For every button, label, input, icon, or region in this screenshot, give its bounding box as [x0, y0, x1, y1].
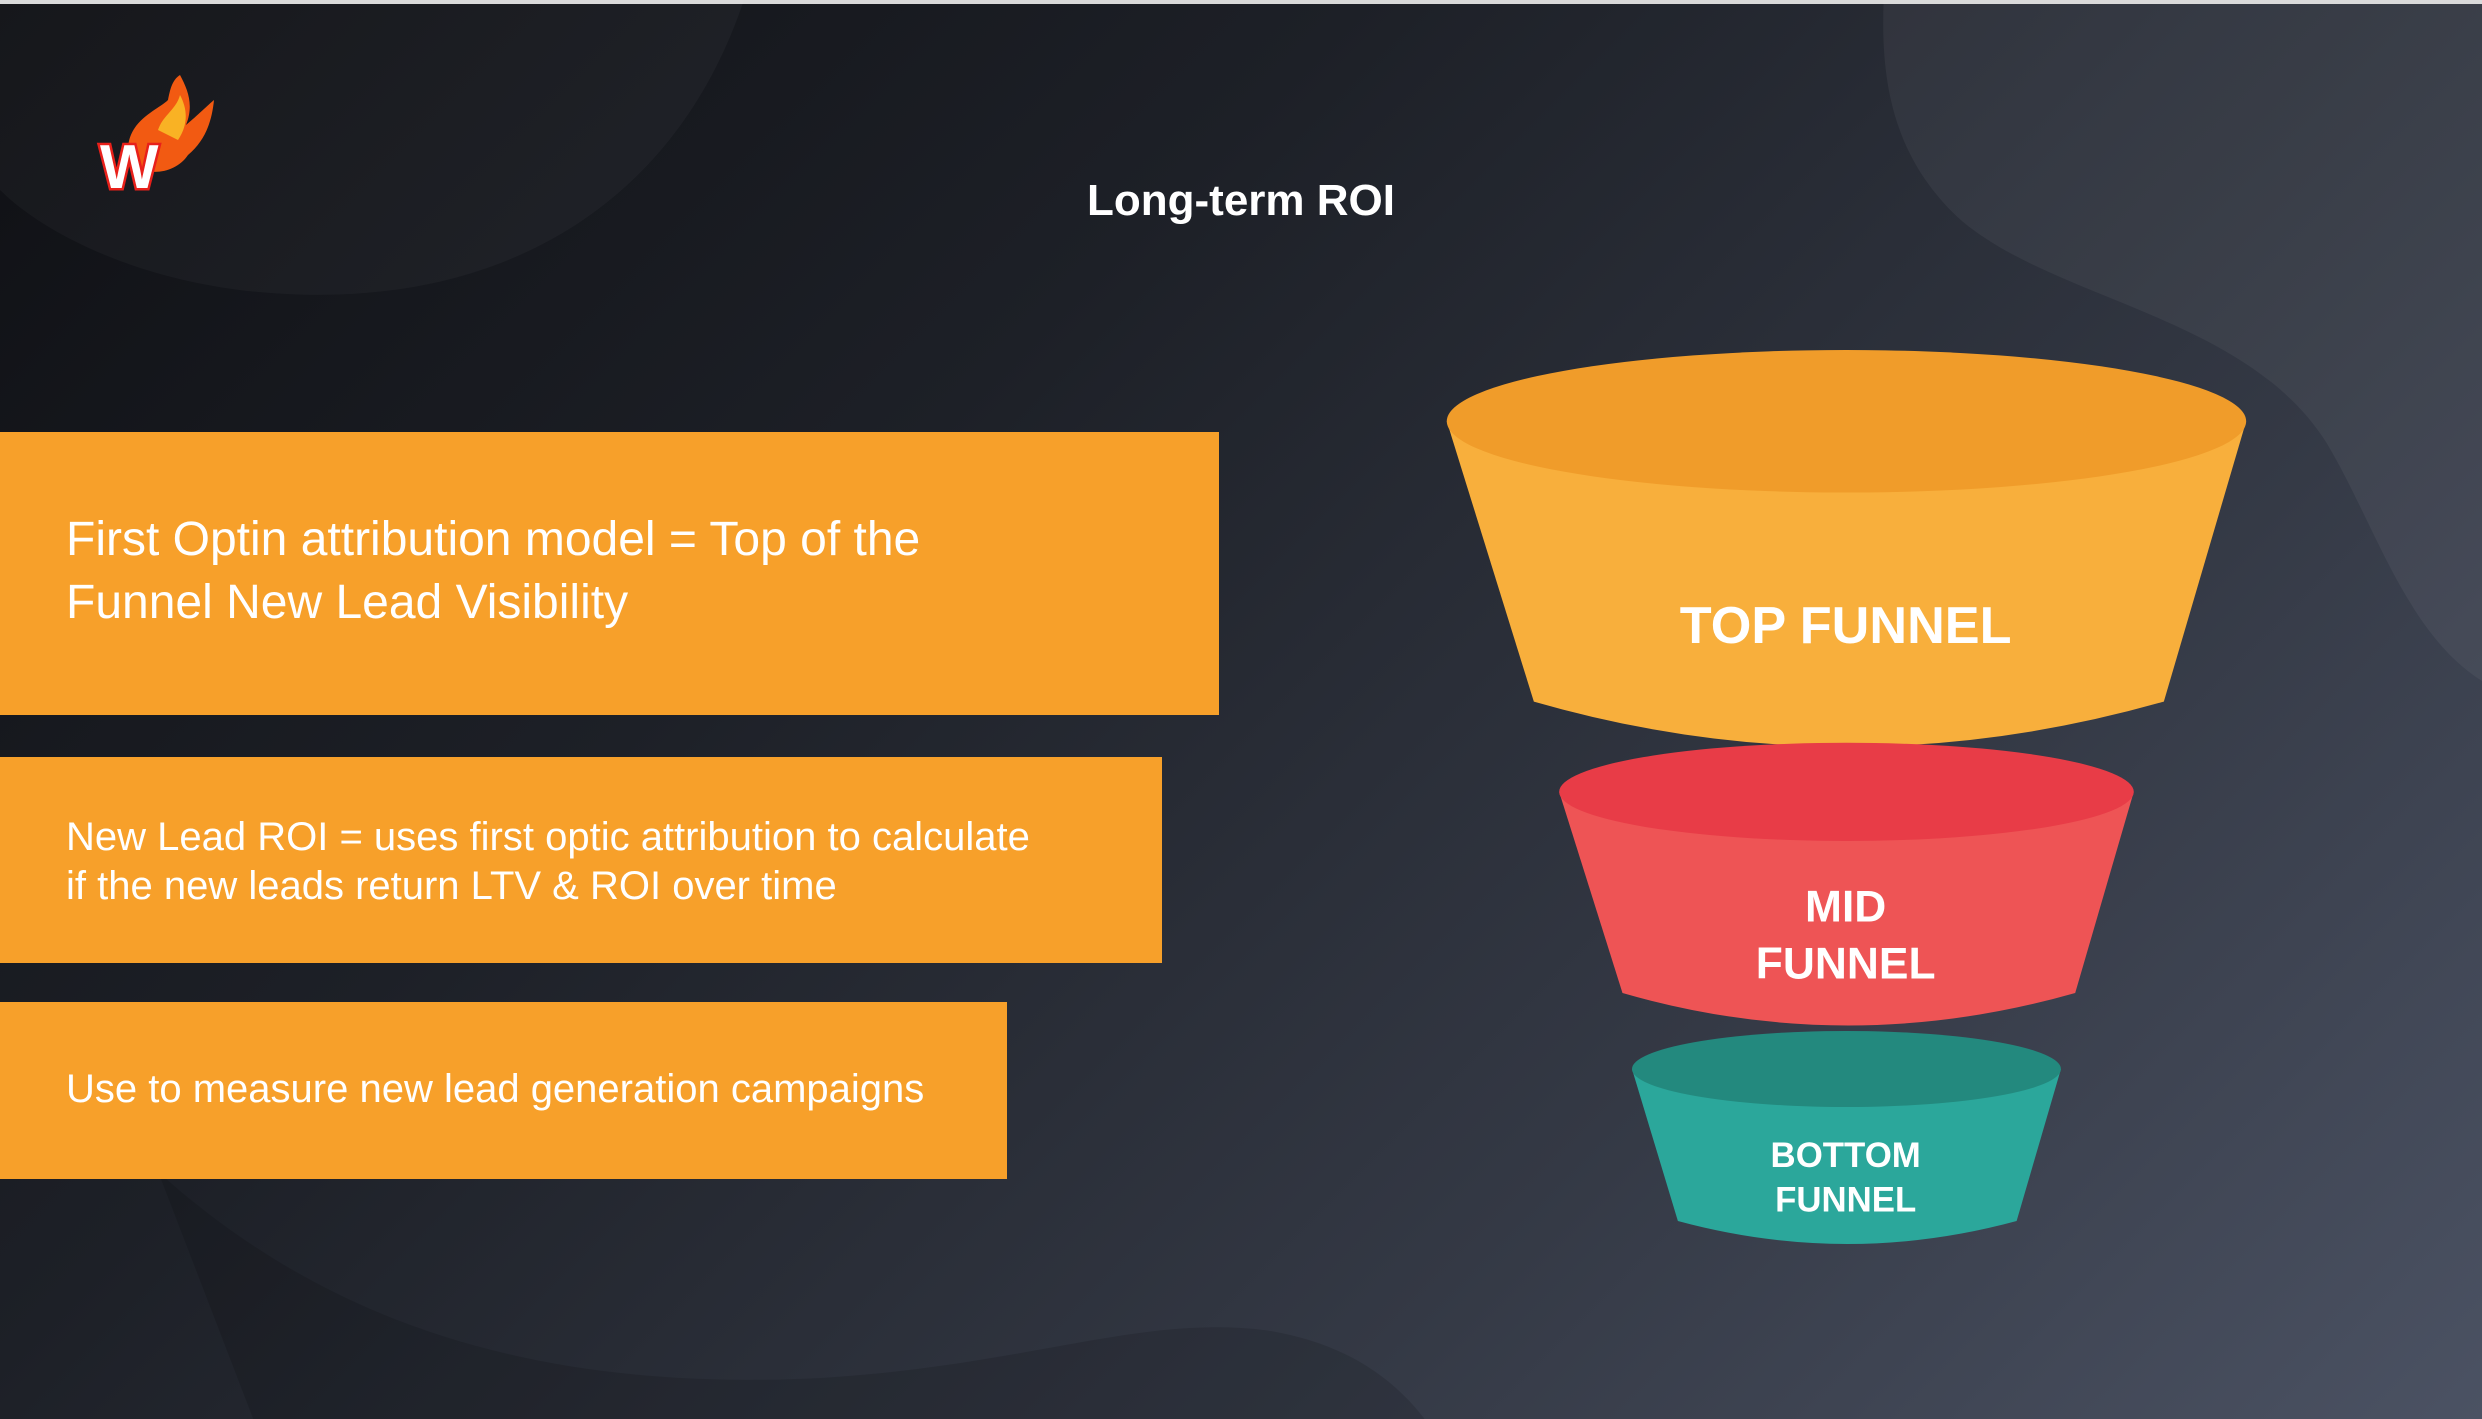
- funnel-bottom-label-line1: BOTTOM: [1771, 1136, 1921, 1175]
- info-box-first-optin: First Optin attribution model = Top of t…: [0, 432, 1219, 715]
- funnel-top-label: TOP FUNNEL: [1680, 597, 2012, 655]
- svg-text:W: W: [100, 133, 159, 202]
- top-border: [0, 0, 2482, 4]
- info-box-text: New Lead ROI = uses first optic attribut…: [66, 815, 1030, 908]
- funnel-mid-segment: MID FUNNEL: [1559, 742, 2134, 1026]
- brand-logo: W: [98, 75, 214, 205]
- funnel-mid-label-line1: MID: [1805, 883, 1886, 932]
- info-box-text: First Optin attribution model = Top of t…: [66, 513, 921, 629]
- info-box-usage: Use to measure new lead generation campa…: [0, 1002, 1007, 1179]
- info-box-text: Use to measure new lead generation campa…: [66, 1067, 925, 1111]
- funnel-mid-label-line2: FUNNEL: [1756, 940, 1936, 989]
- background-blob-bottom: [158, 1171, 1425, 1419]
- info-box-new-lead-roi: New Lead ROI = uses first optic attribut…: [0, 757, 1162, 963]
- funnel-bottom-label-line2: FUNNEL: [1775, 1181, 1916, 1220]
- funnel-bottom-segment: BOTTOM FUNNEL: [1631, 1030, 2061, 1245]
- background-blob-right: [1883, 0, 2482, 681]
- funnel-top-segment: TOP FUNNEL: [1446, 349, 2247, 747]
- slide-title: Long-term ROI: [1087, 176, 1395, 225]
